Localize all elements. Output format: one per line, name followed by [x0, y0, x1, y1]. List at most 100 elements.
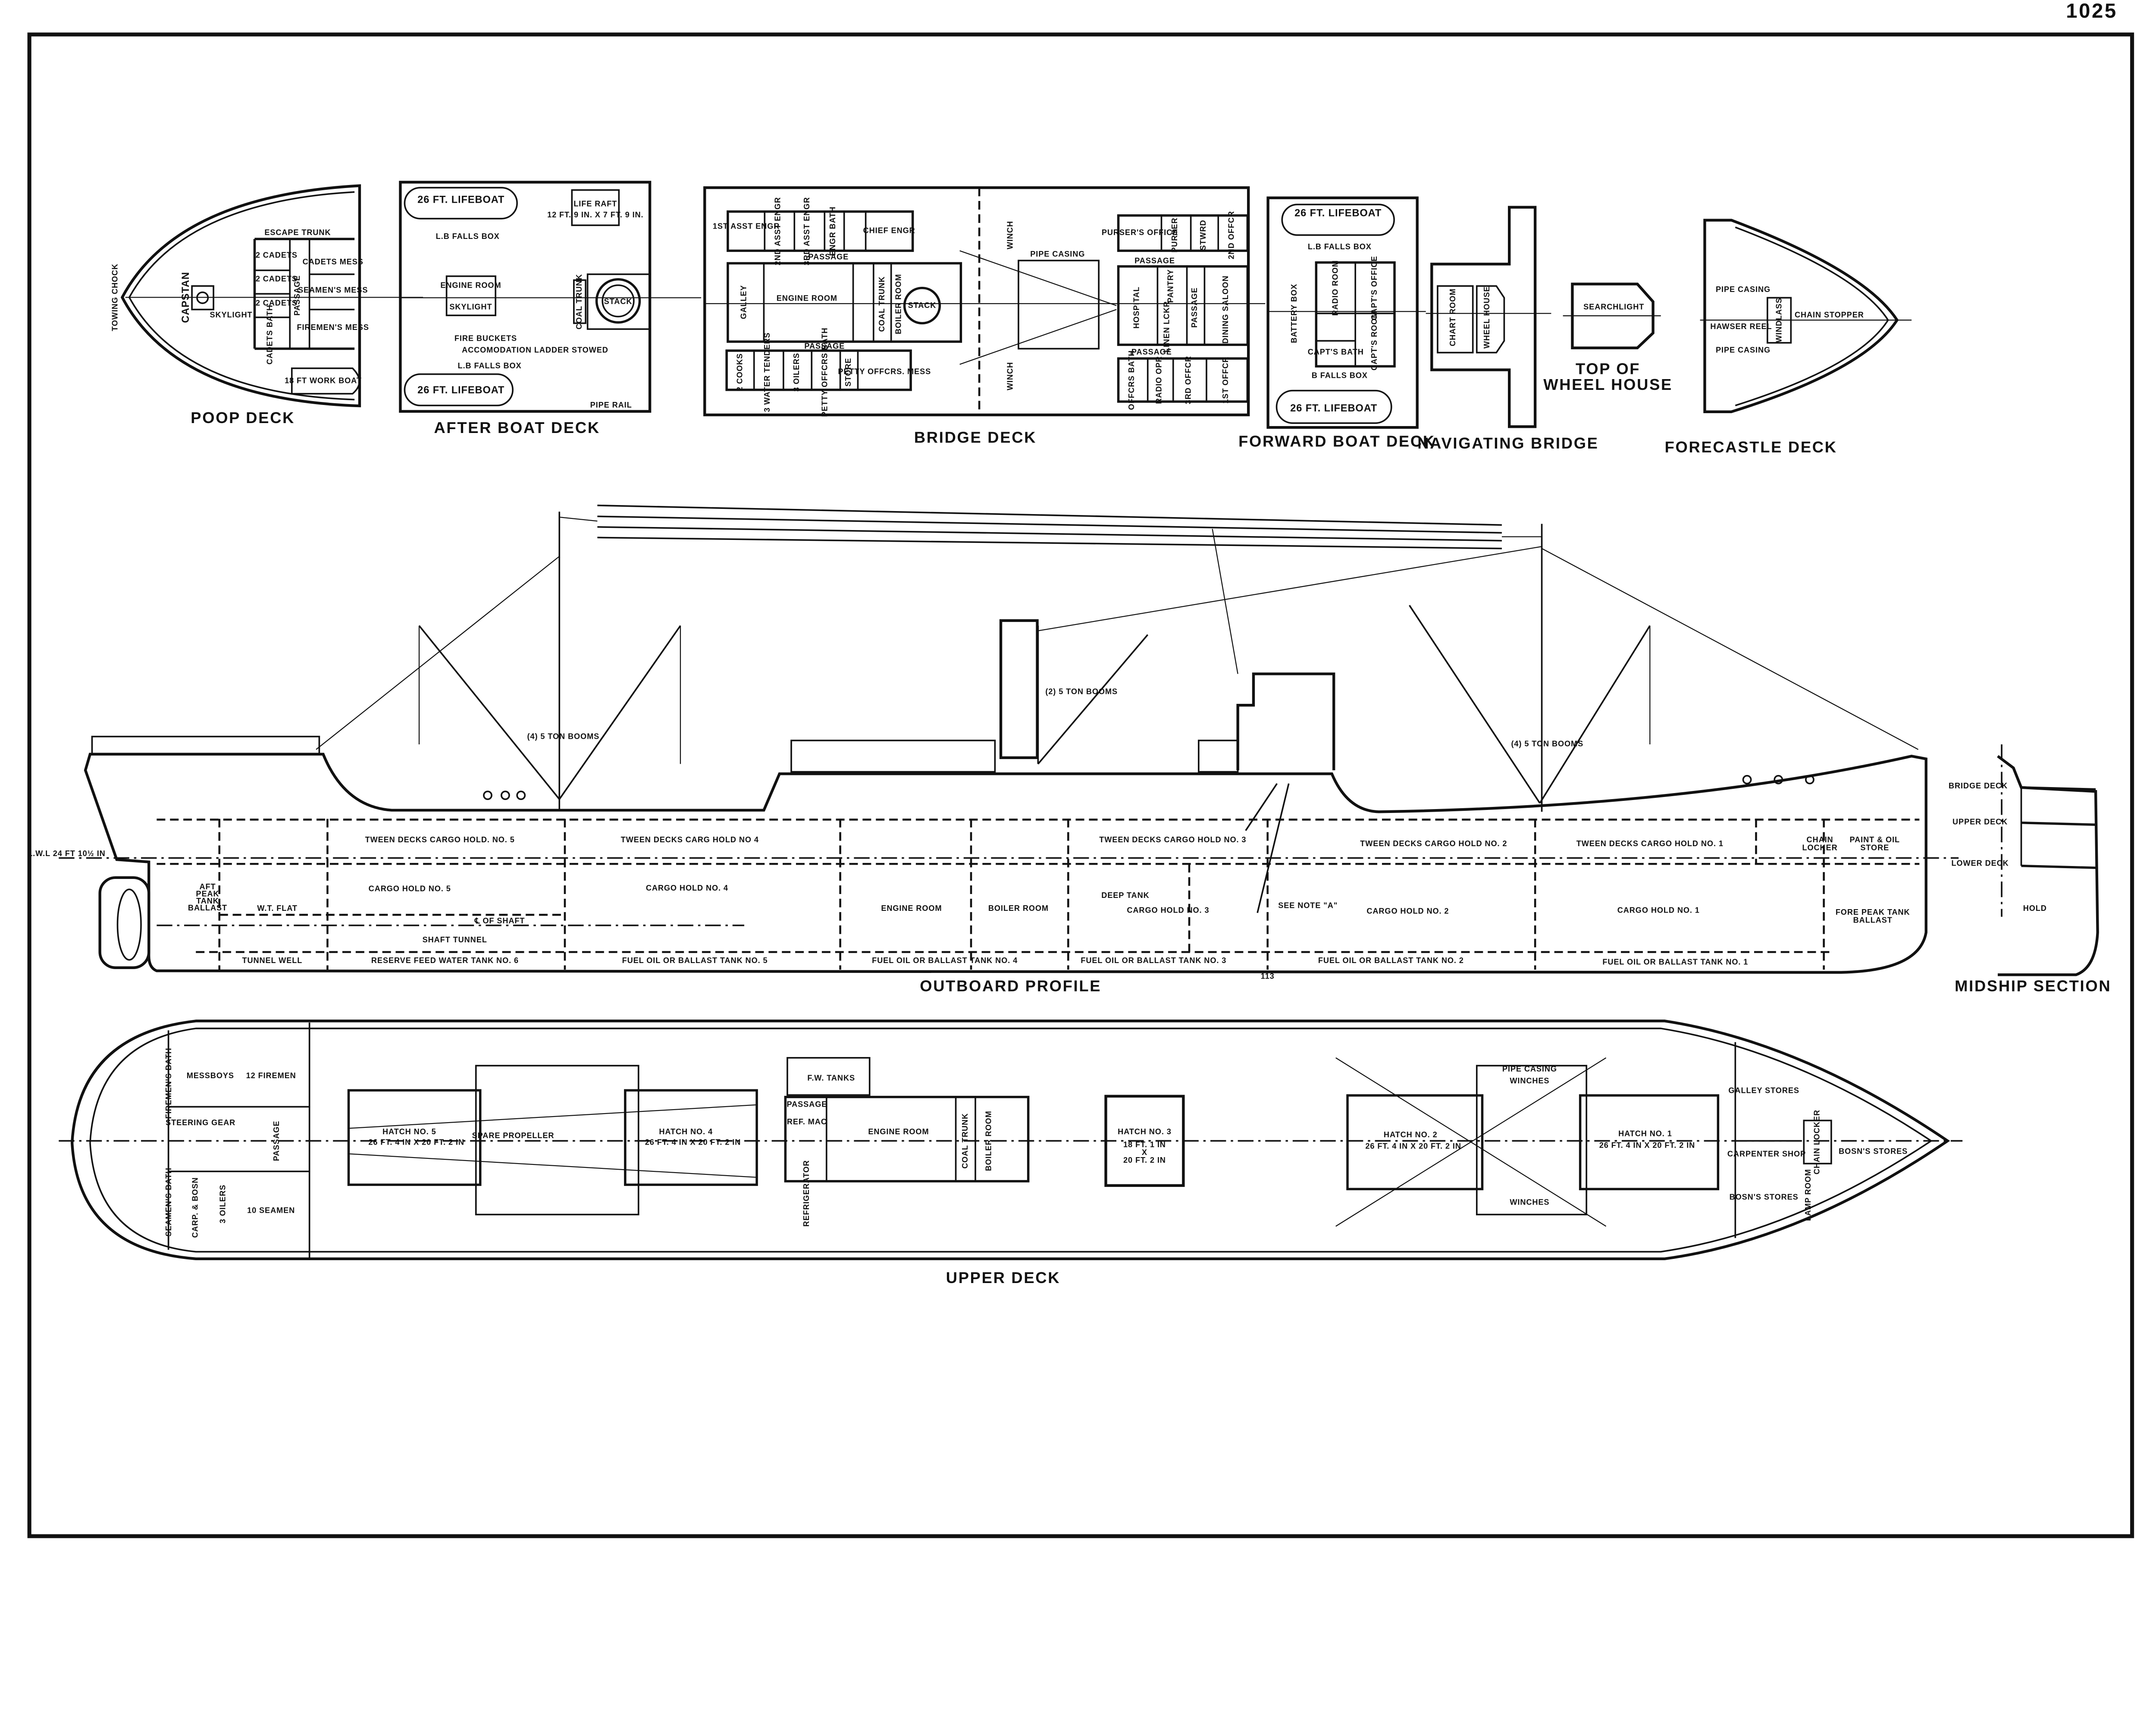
compartment-label: BALLAST	[188, 904, 227, 912]
compartment-label: BALLAST	[1853, 916, 1893, 924]
falls-box-label: B FALLS BOX	[1312, 371, 1368, 380]
cadets-bath-label: CADETS BATH	[265, 304, 274, 364]
falls-box-label: L.B FALLS BOX	[436, 232, 500, 241]
compartment-label: TWEEN DECKS CARG HOLD NO 4	[621, 835, 759, 844]
battery-box-label: BATTERY BOX	[1290, 284, 1298, 343]
room-label: 10 SEAMEN	[247, 1206, 295, 1214]
compartment-label: TWEEN DECKS CARGO HOLD NO. 1	[1576, 839, 1724, 848]
room-label: 2ND ASST ENGR	[774, 197, 782, 265]
hatch-label: HATCH NO. 1	[1618, 1129, 1672, 1138]
frame-number-label: 113	[1261, 972, 1275, 980]
room-label: REFRIGERATOR	[802, 1160, 811, 1227]
capstan-label: CAPSTAN	[180, 272, 191, 323]
compartment-label: DEEP TANK	[1101, 891, 1149, 900]
top-of-wheel-house-title: WHEEL HOUSE	[1543, 376, 1673, 393]
room-label: ENGR BATH	[828, 207, 837, 256]
lifeboat-label: 26 FT. LIFEBOAT	[417, 195, 505, 206]
room-label: PASSAGE	[1131, 348, 1172, 356]
work-boat-label: 18 FT WORK BOAT	[285, 376, 362, 385]
room-label: PASSAGE	[787, 1100, 827, 1108]
hatch-size-label: 20 FT. 2 IN	[1123, 1156, 1166, 1164]
navigating-bridge-title: NAVIGATING BRIDGE	[1417, 434, 1598, 452]
compartment-label: ℄ OF SHAFT	[474, 916, 525, 925]
hatch-label: HATCH NO. 5	[382, 1127, 436, 1136]
sheet-border	[27, 32, 2134, 1538]
compartment-label: CARGO HOLD NO. 3	[1127, 906, 1209, 915]
compartment-label: TANK	[196, 897, 219, 905]
bridge-deck-plan: 1ST ASST ENGR 2ND ASST ENGR 3RD ASST ENG…	[703, 186, 1266, 446]
compartment-label: ENGINE ROOM	[881, 904, 942, 913]
after-boat-deck-title: AFTER BOAT DECK	[434, 419, 600, 436]
pipe-casing-label: PIPE CASING	[1716, 285, 1771, 294]
seamens-mess-label: SEAMEN'S MESS	[298, 286, 368, 295]
room-label: 3RD OFFCR	[1184, 356, 1193, 404]
hatch-label: HATCH NO. 4	[659, 1127, 713, 1136]
escape-trunk-label: ESCAPE TRUNK	[264, 228, 331, 237]
room-label: BOSN'S STORES	[1730, 1193, 1799, 1202]
hatch-size-label: X	[1142, 1148, 1147, 1157]
top-of-wheel-house-plan: SEARCHLIGHT TOP OF WHEEL HOUSE	[1543, 282, 1673, 393]
room-label: RADIO OPR	[1154, 356, 1163, 404]
room-label: DINING SALOON	[1221, 276, 1230, 344]
compartment-label: W.T. FLAT	[257, 904, 298, 913]
compartment-label: RESERVE FEED WATER TANK NO. 6	[371, 956, 519, 965]
room-label: ENGINE ROOM	[777, 294, 837, 303]
midship-section-title: MIDSHIP SECTION	[1955, 977, 2111, 995]
room-label: F.W. TANKS	[807, 1073, 855, 1082]
after-boat-deck-plan: 26 FT. LIFEBOAT 26 FT. LIFEBOAT LIFE RAF…	[399, 181, 702, 436]
room-label: BOILER ROOM	[894, 274, 903, 334]
chart-room-label: CHART ROOM	[1448, 289, 1457, 346]
page-number: 1025	[2066, 0, 2118, 22]
cadets-mess-label: CADETS MESS	[303, 257, 364, 266]
room-label: GALLEY	[740, 285, 748, 319]
outboard-profile: (4) 5 TON BOOMS (2) 5 TON BOOMS (4) 5 TO…	[28, 505, 1959, 995]
room-label: FIREMEN'S BATH	[164, 1048, 173, 1119]
pipe-casing-label: PIPE CASING	[1030, 250, 1085, 258]
lifeboat-label: 26 FT. LIFEBOAT	[1290, 403, 1377, 414]
lifeboat-label: 26 FT. LIFEBOAT	[1294, 207, 1382, 219]
compartment-label: SEE NOTE "A"	[1278, 901, 1338, 910]
windlass-label: WINDLASS	[1775, 298, 1783, 342]
room-label: ENGINE ROOM	[868, 1127, 929, 1136]
hatch-size-label: 26 FT. 4 IN X 20 FT. 2 IN	[645, 1138, 741, 1146]
spare-propeller-label: SPARE PROPELLER	[472, 1131, 555, 1140]
midship-bridge-deck-label: BRIDGE DECK	[1949, 781, 2008, 790]
towing-chock-label: TOWING CHOCK	[111, 264, 119, 331]
booms-label: (4) 5 TON BOOMS	[527, 732, 600, 740]
pipe-rail-label: PIPE RAIL	[590, 401, 632, 409]
forward-boat-deck-title: FORWARD BOAT DECK	[1238, 433, 1435, 450]
room-label: LINEN LCKR	[1163, 301, 1171, 352]
accommodation-ladder-label: ACCOMODATION LADDER STOWED	[462, 346, 608, 355]
lifeboat-label: 26 FT. LIFEBOAT	[417, 385, 505, 396]
upper-deck-title: UPPER DECK	[946, 1269, 1060, 1286]
room-label: 3 OILERS	[792, 353, 801, 392]
forward-boat-deck-plan: 26 FT. LIFEBOAT 26 FT. LIFEBOAT L.B FALL…	[1238, 196, 1435, 450]
booms-label: (4) 5 TON BOOMS	[1511, 740, 1583, 748]
chain-stopper-label: CHAIN STOPPER	[1795, 311, 1864, 319]
room-label: PETTY OFFCRS. MESS	[838, 367, 931, 376]
compartment-label: CARGO HOLD NO. 2	[1366, 907, 1449, 915]
compartment-label: FUEL OIL OR BALLAST TANK NO. 2	[1318, 956, 1464, 965]
room-label: COAL TRUNK	[961, 1113, 969, 1169]
compartment-label: SHAFT TUNNEL	[423, 935, 487, 944]
cadets-room-label: 2 CADETS	[256, 299, 298, 307]
compartment-label: CARGO HOLD NO. 4	[646, 884, 728, 892]
room-label: STEERING GEAR	[166, 1118, 235, 1127]
stack-label: STACK	[604, 297, 633, 306]
compartment-label: FORE PEAK TANK	[1836, 908, 1910, 916]
falls-box-label: L.B FALLS BOX	[1308, 242, 1372, 251]
room-label: 2ND OFFCR	[1227, 211, 1236, 259]
room-label: 12 FIREMEN	[246, 1071, 296, 1080]
compartment-label: CARGO HOLD NO. 1	[1617, 906, 1700, 915]
midship-section: BRIDGE DECK UPPER DECK LOWER DECK HOLD M…	[1949, 744, 2111, 995]
navigating-bridge-plan: CHART ROOM WHEEL HOUSE NAVIGATING BRIDGE	[1417, 206, 1598, 452]
hatch-size-label: 26 FT. 4 IN X 20 FT. 2 IN	[368, 1138, 464, 1146]
poop-deck-title: POOP DECK	[191, 409, 295, 427]
hatch-size-label: 18 FT. 1 IN	[1123, 1140, 1166, 1149]
hatch-label: HATCH NO. 2	[1384, 1130, 1438, 1139]
room-label: 3RD ASST ENGR	[802, 197, 811, 265]
room-label: MESSBOYS	[187, 1071, 234, 1080]
room-label: PASSAGE	[272, 1120, 281, 1161]
lwl-label: L.W.L 24 FT 10½ IN	[28, 849, 105, 858]
compartment-label: CARGO HOLD NO. 5	[369, 885, 451, 893]
